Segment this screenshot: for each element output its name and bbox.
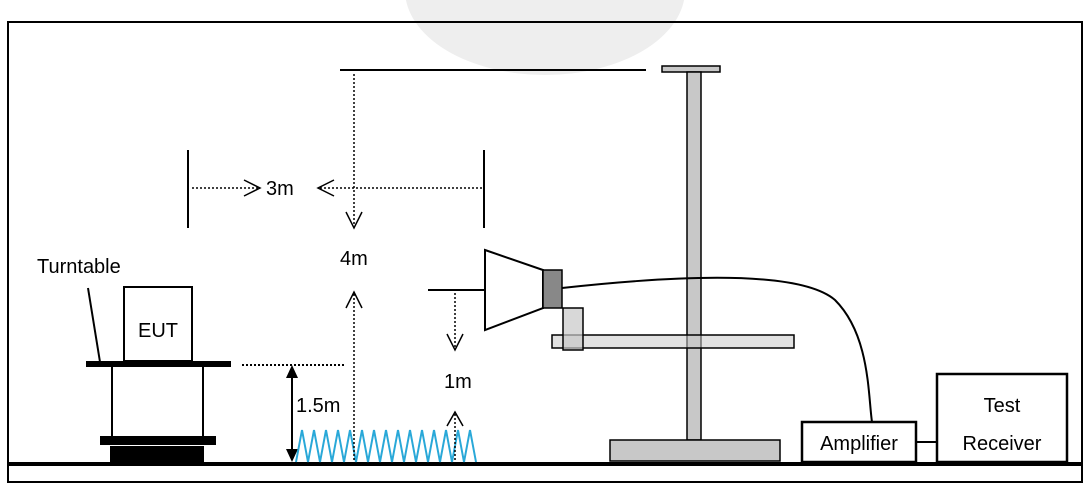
turntable-label: Turntable [37,256,121,278]
antenna-mast [551,65,795,462]
amplifier-box [800,420,918,464]
distance-3m-label: 3m [266,178,294,200]
height-1-5m-label: 1.5m [296,395,340,417]
height-4m-label: 4m [340,248,368,270]
antenna-boom [551,334,795,349]
height-1m-arrowhead-down [446,333,464,352]
height-1m-arrowhead-up [446,410,464,427]
turntable-base [110,446,204,462]
turntable-top [86,361,231,367]
test-receiver-box [935,372,1069,464]
height-1m-label: 1m [444,371,472,393]
height-1-5m-arrowhead-bottom [286,449,298,462]
diagram-frame [7,21,1083,483]
antenna-cable [561,276,873,423]
dimension-1-5m: 1.5m [242,364,344,462]
horn-antenna-connector [542,269,563,309]
absorber [295,429,477,463]
mast-base [609,439,781,462]
test-receiver: Test Receiver [935,372,1069,464]
dimension-3m: 3m [187,150,485,228]
dimension-4m: 4m [340,69,646,460]
distance-3m-arrowhead-left [243,179,262,197]
height-1-5m-arrowhead-top [286,365,298,378]
test-receiver-label-line1: Test [984,395,1021,417]
amplifier: Amplifier [800,420,918,464]
mast-top-plate [661,65,721,73]
height-4m-arrowhead-up [345,290,363,309]
eut-box [123,286,193,362]
distance-3m-arrowhead-right [316,179,335,197]
height-4m-arrowhead-down [345,211,363,230]
horn-antenna [484,248,563,332]
eut-label: EUT [138,320,178,342]
turntable-pointer [87,287,101,363]
dimension-1m: 1m [428,289,486,460]
test-receiver-label-line2: Receiver [963,433,1042,455]
antenna-bracket [562,307,584,351]
amplifier-label: Amplifier [820,433,898,455]
mast-pole [686,71,702,441]
horn-antenna-body [484,248,544,332]
watermark [405,0,685,75]
turntable-assembly: EUT Turntable [37,256,231,462]
turntable-base-plate [100,436,216,445]
